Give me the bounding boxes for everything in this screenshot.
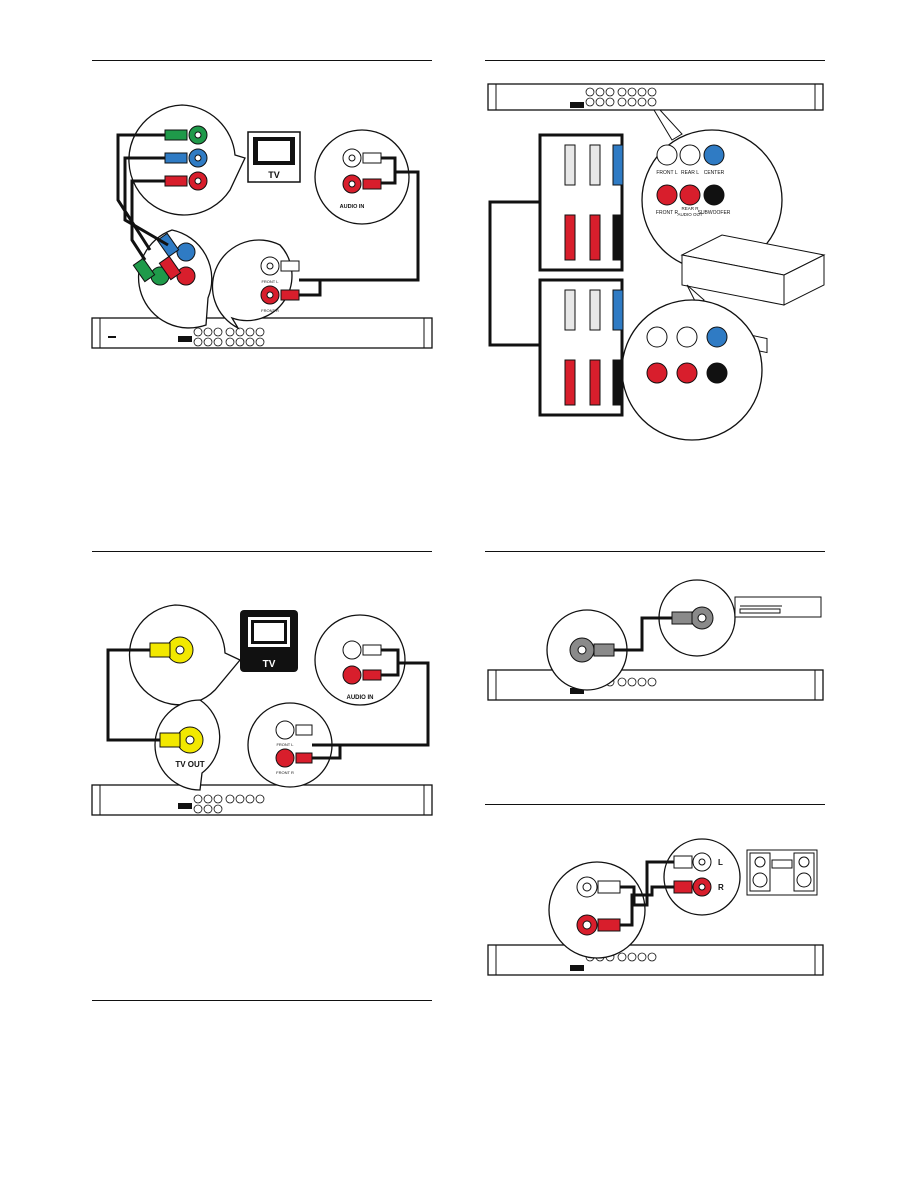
player-component-out-callout [132,229,213,329]
tv-audio-in-callout: AUDIO IN [314,129,410,225]
rear-l-label: REAR L [681,170,699,176]
section-rule-top-left [92,60,432,61]
lower-plug-group [538,278,624,417]
coaxial-digital-connection-diagram [482,570,827,705]
receiver-icon [734,596,822,618]
dvd-player-rear-panel [91,317,433,349]
tv-label: TV [263,659,276,670]
player-tv-out-callout: TV OUT [154,699,221,791]
stereo-audio-connection-diagram: L R [482,825,827,985]
front-l-label: FRONT L [261,279,279,284]
dvd-player-rear-panel [487,83,824,111]
player-audio-out-callout: FRONT L FRONT R [211,239,300,330]
front-r-label: FRONT R [261,308,279,313]
tv-component-inputs-callout [128,104,246,216]
tv-icon: TV [247,131,301,183]
front-l-label: FRONT L [656,170,678,176]
l-channel-label: L [718,858,723,867]
center-label: CENTER [704,170,725,176]
dvd-player-rear-panel [487,944,824,976]
cables [620,860,674,927]
dvd-player-rear-panel [91,784,433,816]
subwoofer-label: SUBWOOFER [698,210,731,216]
dvd-player-rear-panel [487,669,824,701]
player-coaxial-callout [546,609,628,691]
tv-label: TV [268,170,280,180]
tv-audio-in-callout: AUDIO IN [314,614,406,706]
multichannel-ports-callout: FRONT L REAR L CENTER FRONT R REAR R AUD… [641,109,783,271]
stereo-input-callout: L R [663,838,741,916]
section-rule-mid-left [92,551,432,552]
section-rule-lower-right [485,804,825,805]
section-rule-mid-right [485,551,825,552]
audio-out-label: AUDIO OUT [677,212,702,217]
receiver-ports-callout [621,284,763,441]
front-r-label: FRONT R [656,210,679,216]
front-r-label: FRONT R [276,770,294,775]
r-channel-label: R [718,883,724,892]
audio-in-label: AUDIO IN [340,204,365,210]
section-rule-top-right [485,60,825,61]
coaxial-cable [614,616,672,652]
multichannel-audio-connection-diagram: FRONT L REAR L CENTER FRONT R REAR R AUD… [482,80,827,441]
cable [488,200,540,347]
front-l-label: FRONT L [276,742,294,747]
cables [116,133,420,297]
component-video-connection-diagram: TV AUDIO IN FRONT L FRONT R [90,100,435,355]
tv-video-in-callout [128,604,242,706]
tv-icon: TV [240,610,298,672]
receiver-coaxial-callout [658,579,736,657]
rear-r-label: REAR R [681,206,699,211]
cables [106,648,430,760]
composite-video-connection-diagram: TV AUDIO IN TV OUT FRONT L FRONT R [90,595,435,820]
section-rule-bottom-left [92,1000,432,1001]
tv-out-label: TV OUT [175,760,204,769]
stereo-system-icon [746,849,818,896]
audio-in-label: AUDIO IN [347,695,374,701]
upper-plug-group [538,133,624,272]
